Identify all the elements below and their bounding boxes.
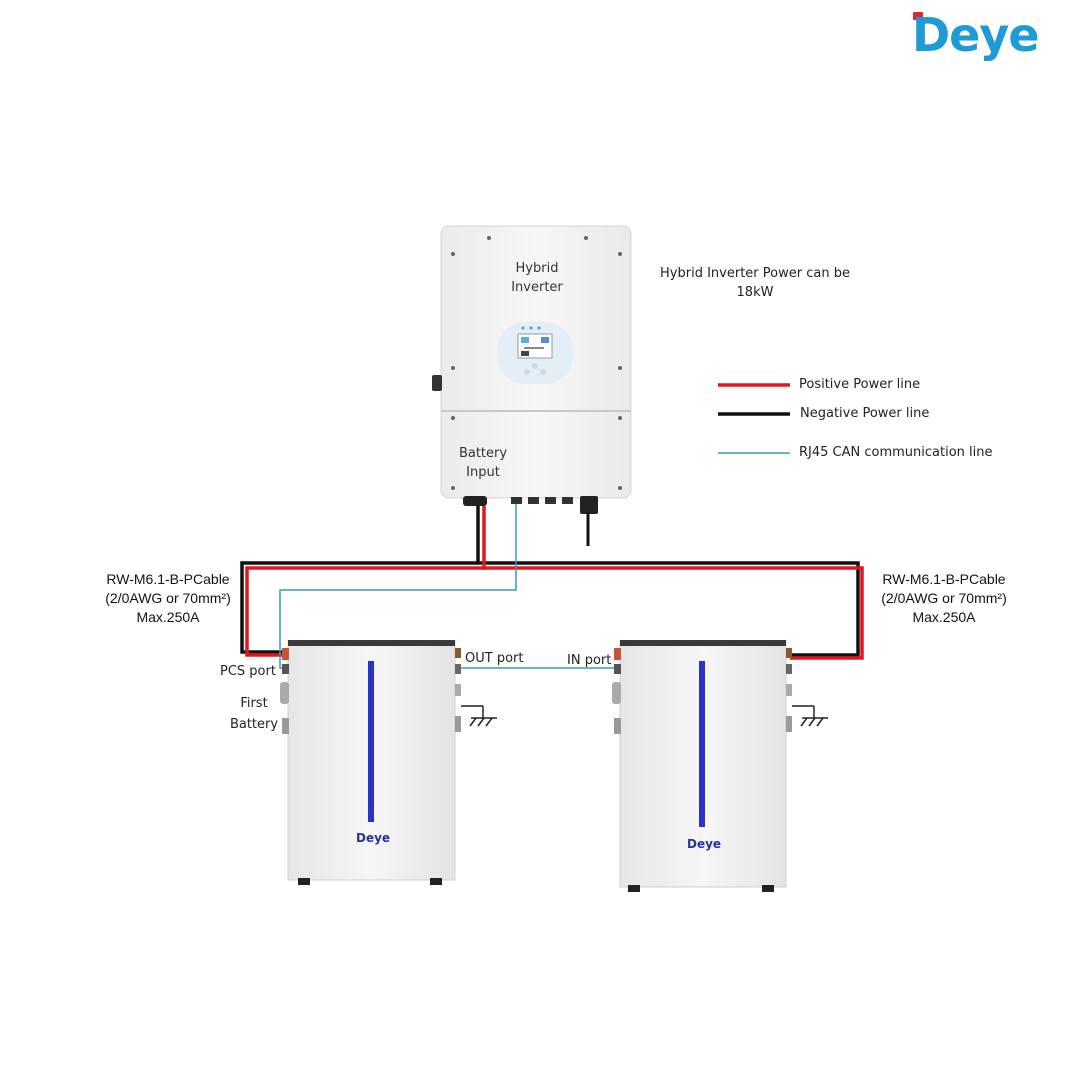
cable-label-right: RW-M6.1-B-PCable (2/0AWG or 70mm²) Max.2… bbox=[881, 571, 1007, 625]
logo-accent bbox=[913, 12, 923, 20]
battery-module-1 bbox=[280, 640, 497, 885]
battery-2-logo: Deye bbox=[687, 837, 722, 851]
pcs-port-label: PCS port bbox=[220, 664, 276, 679]
brand-logo: Deye bbox=[912, 8, 1040, 62]
legend-negative-label: Negative Power line bbox=[800, 406, 930, 421]
legend-can-label: RJ45 CAN communication line bbox=[799, 445, 993, 460]
negative-power-line bbox=[240, 506, 860, 657]
inverter-label: Hybrid Inverter bbox=[511, 261, 563, 295]
battery-1-logo: Deye bbox=[356, 831, 391, 845]
inverter-power-note: Hybrid Inverter Power can be 18kW bbox=[660, 266, 850, 300]
first-battery-label: First Battery bbox=[229, 696, 279, 732]
inverter-display bbox=[497, 322, 573, 384]
legend-positive-label: Positive Power line bbox=[799, 377, 921, 392]
positive-power-line bbox=[245, 506, 864, 660]
out-port-label: OUT port bbox=[465, 651, 524, 666]
battery-input-label: Battery Input bbox=[458, 446, 508, 480]
battery-module-2 bbox=[612, 640, 828, 892]
in-port-label: IN port bbox=[567, 653, 612, 668]
cable-label-left: RW-M6.1-B-PCable (2/0AWG or 70mm²) Max.2… bbox=[105, 571, 231, 625]
hybrid-inverter bbox=[432, 225, 632, 546]
